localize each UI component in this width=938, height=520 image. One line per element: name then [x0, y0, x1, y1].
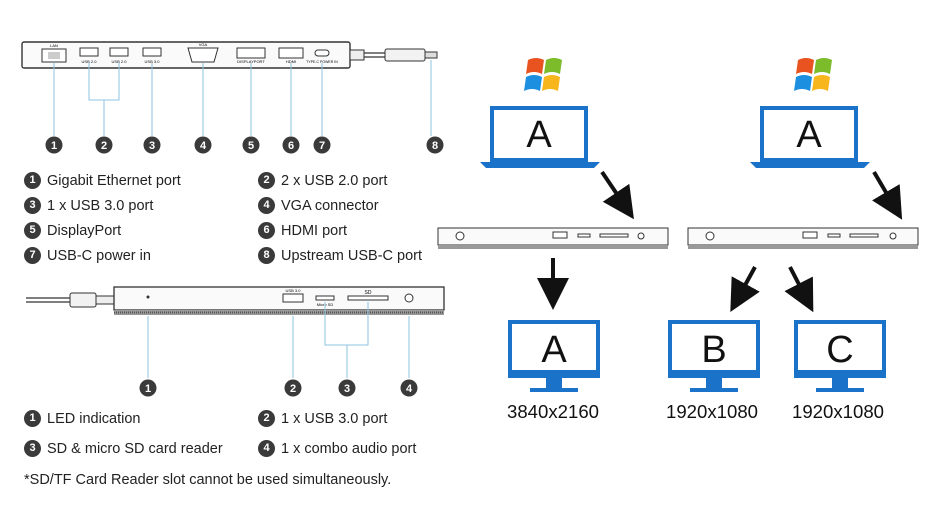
callout-5: 5	[248, 140, 254, 152]
windows-logo-icon	[794, 58, 832, 91]
windows-logo-icon	[524, 58, 562, 91]
port-tag-typec: TYPE-C POWER IN	[306, 60, 338, 64]
legend-item-1: 1 Gigabit Ethernet port	[24, 172, 181, 189]
monitor-resolution-b: 1920x1080	[666, 402, 758, 422]
monitor-icon: C	[794, 320, 886, 392]
port-tag-hdmi: HDMI	[286, 59, 296, 64]
side-callouts: 1 2 3 4	[139, 379, 418, 397]
arrow-laptop-to-dock-icon	[872, 170, 903, 220]
laptop-icon: A	[750, 106, 870, 168]
port-tag-vga: VGA	[199, 42, 208, 47]
port-tag-displayport: DISPLAYPORT	[237, 59, 265, 64]
legend-num: 6	[258, 222, 275, 239]
side-callout-3: 3	[344, 383, 350, 395]
legend-item-6: 6 HDMI port	[258, 222, 347, 239]
card-reader-note: *SD/TF Card Reader slot cannot be used s…	[24, 472, 392, 488]
port-tag-usb3: USB 3.0	[145, 59, 161, 64]
monitor-resolution-a: 3840x2160	[507, 402, 599, 422]
legend-text: 1 x USB 3.0 port	[47, 197, 154, 214]
monitor-resolution-c: 1920x1080	[792, 402, 884, 422]
legend-text: USB-C power in	[47, 247, 151, 264]
legend-num: 1	[24, 410, 41, 427]
monitor-label-b: B	[701, 329, 726, 371]
side-legend-item-2: 2 1 x USB 3.0 port	[258, 410, 387, 427]
callout-1: 1	[51, 140, 57, 152]
legend-item-7: 7 USB-C power in	[24, 247, 151, 264]
port-tag-lan: LAN	[50, 43, 58, 48]
callout-8: 8	[432, 140, 438, 152]
top-callouts: 1 2 3 4 5 6 7 8	[45, 136, 444, 154]
arrow-dock-to-monitor-b-icon	[730, 266, 760, 313]
side-leader-lines	[147, 302, 410, 378]
laptop-icon: A	[480, 106, 600, 168]
setup-dual-display: A B 1920x1080 C	[666, 58, 919, 422]
monitor-label-c: C	[826, 329, 853, 371]
side-legend-item-3: 3 SD & micro SD card reader	[24, 440, 223, 457]
legend-text: HDMI port	[281, 222, 348, 239]
monitor-label-a: A	[541, 329, 567, 371]
port-tag-usb3-front: USB 3.0	[286, 288, 302, 293]
legend-item-5: 5 DisplayPort	[24, 222, 121, 239]
side-legend-item-1: 1 LED indication	[24, 410, 141, 427]
legend-text: DisplayPort	[47, 222, 122, 239]
legend-text: Upstream USB-C port	[281, 247, 423, 264]
legend-text: Gigabit Ethernet port	[47, 172, 181, 189]
legend-num: 8	[258, 247, 275, 264]
legend-text: LED indication	[47, 410, 141, 427]
legend-num: 3	[24, 440, 41, 457]
callout-2: 2	[101, 140, 107, 152]
legend-num: 4	[258, 440, 275, 457]
port-tag-sd: SD	[365, 290, 372, 296]
laptop-label-right: A	[796, 114, 822, 156]
dock-icon	[687, 227, 919, 249]
legend-text: 1 x combo audio port	[281, 440, 417, 457]
legend-item-2: 2 2 x USB 2.0 port	[258, 172, 387, 189]
setup-single-display: A A 3840x2160	[437, 58, 669, 422]
side-legend-item-4: 4 1 x combo audio port	[258, 440, 416, 457]
callout-4: 4	[200, 140, 207, 152]
legend-num: 7	[24, 247, 41, 264]
legend-item-3: 3 1 x USB 3.0 port	[24, 197, 153, 214]
laptop-label-left: A	[526, 114, 552, 156]
legend-num: 2	[258, 172, 275, 189]
side-callout-2: 2	[290, 383, 296, 395]
hub-rear-view: LAN USB 2.0 USB 2.0 USB 3.0 VGA DISPLAYP…	[21, 41, 438, 69]
callout-7: 7	[319, 140, 325, 152]
legend-text: 1 x USB 3.0 port	[281, 410, 388, 427]
legend-num: 2	[258, 410, 275, 427]
arrow-dock-to-monitor-c-icon	[784, 266, 814, 313]
dock-icon	[437, 227, 669, 249]
legend-num: 4	[258, 197, 275, 214]
legend-text: SD & micro SD card reader	[47, 440, 223, 457]
side-callout-1: 1	[145, 383, 151, 395]
hub-front-view: USB 3.0 Micro SD SD	[26, 286, 445, 315]
legend-num: 3	[24, 197, 41, 214]
legend-text: 2 x USB 2.0 port	[281, 172, 388, 189]
legend-item-4: 4 VGA connector	[258, 197, 379, 214]
port-tag-usb2-b: USB 2.0	[112, 59, 128, 64]
side-callout-4: 4	[406, 383, 413, 395]
legend-item-8: 8 Upstream USB-C port	[258, 247, 422, 264]
monitor-icon: B	[668, 320, 760, 392]
port-tag-usb2-a: USB 2.0	[82, 59, 98, 64]
legend-text: VGA connector	[281, 197, 379, 214]
legend-num: 5	[24, 222, 41, 239]
callout-3: 3	[149, 140, 155, 152]
callout-6: 6	[288, 140, 294, 152]
legend-num: 1	[24, 172, 41, 189]
top-leader-lines	[53, 60, 432, 136]
arrow-laptop-to-dock-icon	[600, 170, 634, 220]
monitor-icon: A	[508, 320, 600, 392]
